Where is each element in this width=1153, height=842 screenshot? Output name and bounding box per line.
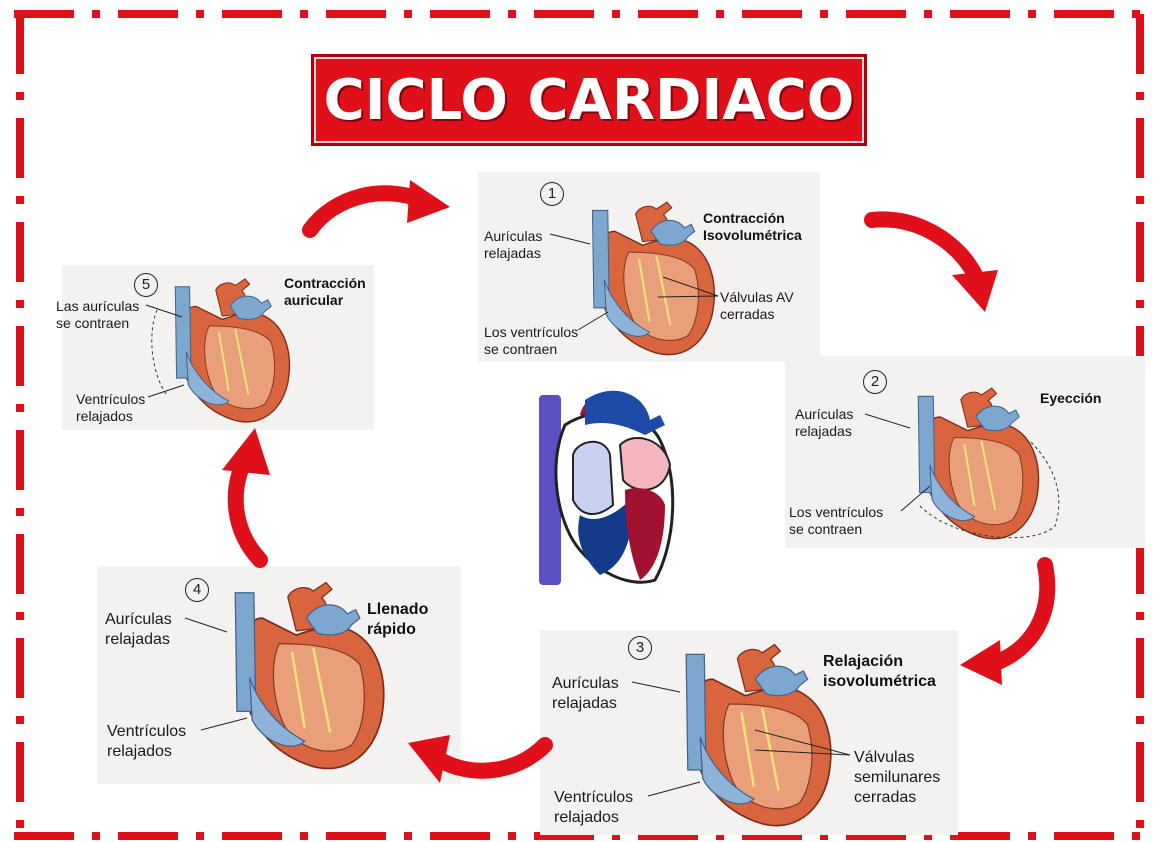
step-number: 2 [863,370,887,394]
step-number: 4 [185,578,209,602]
label-auriculas: Aurículas relajadas [484,228,542,262]
page-title: CICLO CARDIACO [324,68,855,133]
phase-title: Contracción Isovolumétrica [703,210,802,244]
step-panel-2: 2 Eyección Aurículas relajadas Los ventr… [785,356,1145,548]
label-auriculas: Aurículas relajadas [105,610,172,650]
label-valvulas: Válvulas semilunares cerradas [854,748,940,808]
step-number: 1 [540,182,564,206]
heart-illustration [893,386,1063,544]
step-panel-5: 5 Contracción auricular Las aurículas se… [62,265,374,430]
label-ventriculos: Ventrículos relajados [76,391,145,425]
label-ventriculos: Los ventrículos se contraen [484,324,578,358]
arrow-3-to-4 [400,705,560,790]
step-number: 3 [628,636,652,660]
arrow-1-to-2 [860,200,1010,320]
label-ventriculos: Los ventrículos se contraen [789,504,883,538]
label-auriculas: Aurículas relajadas [795,406,853,440]
title-banner: CICLO CARDIACO [311,54,867,146]
label-ventriculos: Ventrículos relajados [554,788,633,828]
label-auriculas: Aurículas relajadas [552,674,619,714]
phase-title: Llenado rápido [367,600,428,640]
phase-title: Contracción auricular [284,275,366,309]
step-panel-3: 3 Relajación isovolumétrica Aurículas re… [540,630,958,835]
phase-title: Eyección [1040,390,1101,407]
label-auriculas: Las aurículas se contraen [56,298,139,332]
arrow-5-to-1 [295,175,465,245]
center-heart-icon [525,385,685,595]
label-ventriculos: Ventrículos relajados [107,722,186,762]
step-panel-1: 1 Contracción Isovolumétrica Aurículas r… [478,172,820,362]
phase-title: Relajación isovolumétrica [823,652,936,692]
arrow-2-to-3 [950,555,1070,695]
arrow-4-to-5 [210,420,285,570]
label-valvulas: Válvulas AV cerradas [720,289,794,323]
